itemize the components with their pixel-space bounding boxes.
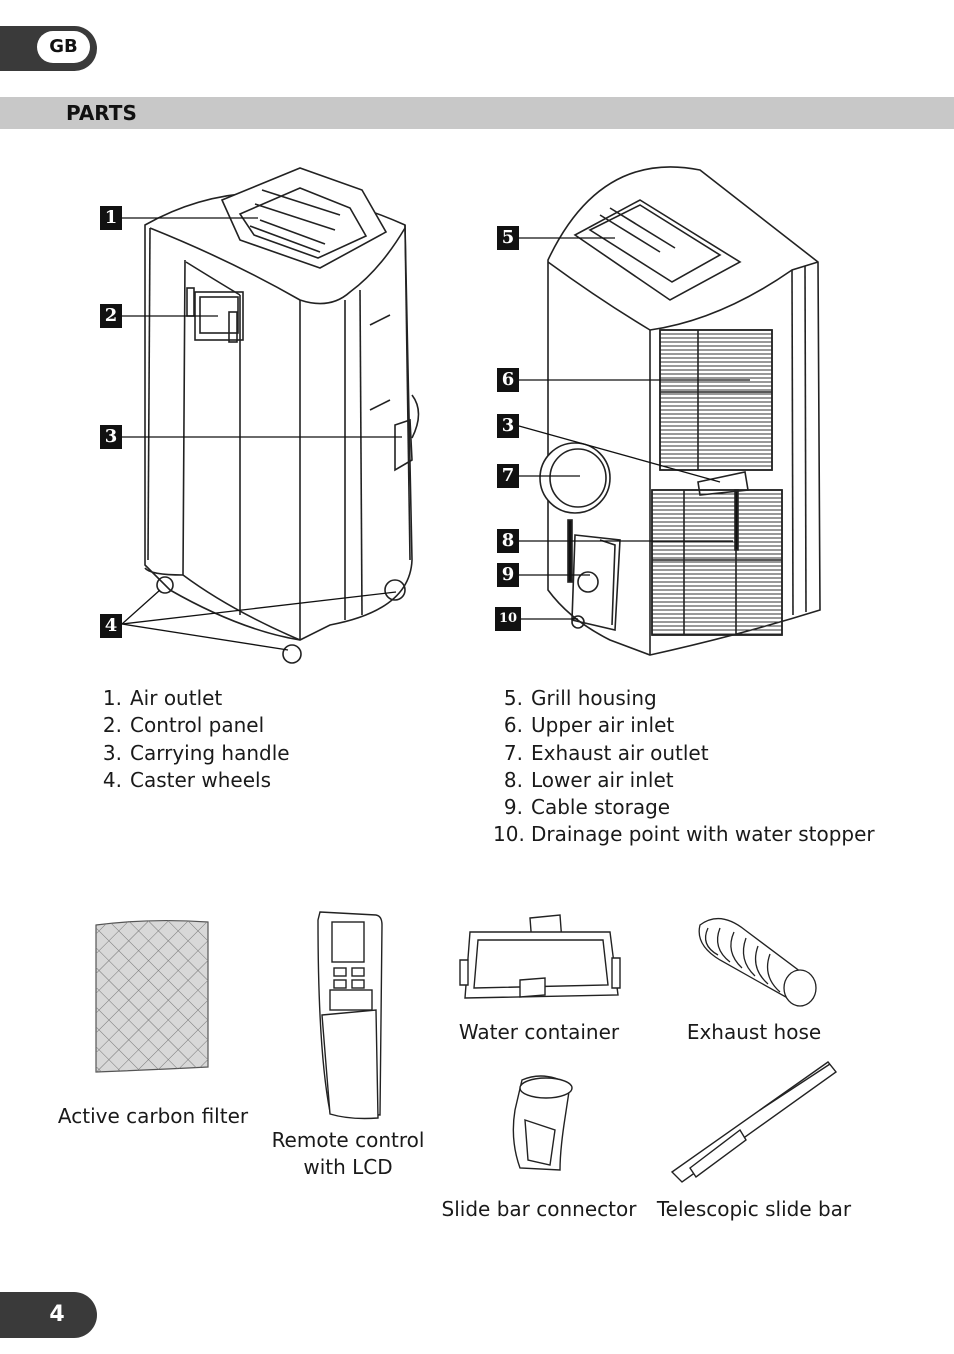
exhaust-hose-drawing	[698, 918, 817, 1007]
list-item: 3.Carrying handle	[102, 740, 290, 765]
callout-1: 1	[100, 206, 122, 230]
callout-3: 3	[100, 425, 122, 449]
caption-carbon-filter: Active carbon filter	[57, 1104, 249, 1128]
list-item: 6.Upper air inlet	[503, 713, 675, 738]
callout-9: 9	[497, 563, 519, 587]
list-item: 8.Lower air inlet	[503, 767, 674, 792]
list-item: 10.Drainage point with water stopper	[493, 822, 875, 847]
remote-control-drawing	[317, 911, 383, 1120]
list-item: 2.Control panel	[102, 713, 265, 738]
section-header-bar	[0, 97, 954, 129]
parts-list-left: 1.Air outlet 2.Control panel 3.Carrying …	[92, 685, 290, 794]
parts-list-right: 5.Grill housing 6.Upper air inlet 7.Exha…	[493, 685, 875, 849]
unit-front-view	[144, 167, 420, 664]
unit-rear-view	[539, 166, 821, 656]
list-item: 5.Grill housing	[503, 686, 657, 710]
page-number: 4	[49, 1302, 65, 1327]
callout-6: 6	[497, 368, 519, 392]
water-container-drawing	[459, 914, 621, 999]
callout-10: 10	[495, 607, 521, 631]
language-badge: GB	[37, 31, 90, 63]
caption-remote-line1: Remote control	[271, 1128, 425, 1152]
callout-3-rear: 3	[497, 414, 519, 438]
list-item: 9.Cable storage	[503, 795, 671, 820]
callout-7: 7	[497, 464, 519, 488]
slide-connector-drawing	[512, 1075, 573, 1171]
callout-leaders	[121, 217, 750, 651]
callout-5: 5	[497, 226, 519, 250]
list-item: 1.Air outlet	[102, 686, 223, 710]
carbon-filter-drawing	[95, 919, 209, 1073]
caption-water-container: Water container	[458, 1020, 620, 1044]
caption-slide-bar: Telescopic slide bar	[656, 1197, 852, 1221]
list-item: 7.Exhaust air outlet	[503, 740, 709, 765]
caption-slide-connector: Slide bar connector	[441, 1197, 637, 1221]
callout-4: 4	[100, 614, 122, 638]
callout-2: 2	[100, 304, 122, 328]
callout-8: 8	[497, 529, 519, 553]
page-number-tab	[0, 1292, 97, 1338]
telescopic-slide-bar-drawing	[670, 1061, 838, 1183]
section-title: PARTS	[66, 101, 137, 125]
caption-exhaust-hose: Exhaust hose	[686, 1020, 822, 1044]
list-item: 4.Caster wheels	[102, 767, 271, 792]
caption-remote-line2: with LCD	[303, 1155, 393, 1179]
